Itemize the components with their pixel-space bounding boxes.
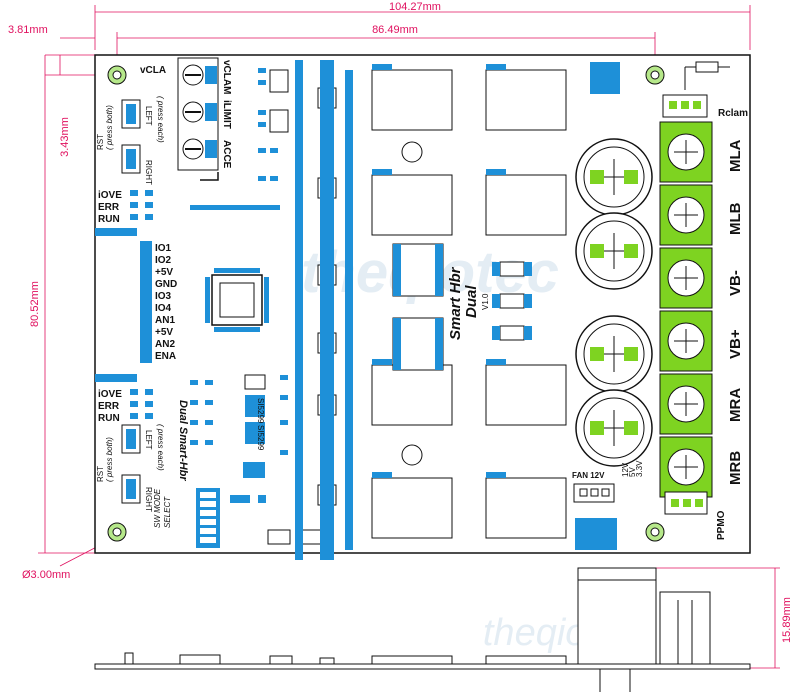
board-title-line2: Dual bbox=[463, 285, 480, 318]
sw-mode-label: SW MODE bbox=[153, 488, 162, 528]
right-label-top: RIGHT bbox=[144, 160, 153, 185]
board-title-line1: Smart Hbr bbox=[447, 266, 464, 340]
dim-hole-diameter: Ø3.00mm bbox=[22, 569, 70, 581]
terminal-label-vb-plus: VB+ bbox=[727, 329, 744, 359]
mosfets bbox=[371, 69, 567, 539]
dim-hole-spacing-x: 86.49mm bbox=[372, 24, 418, 36]
io-pin-1: IO1 bbox=[155, 243, 172, 254]
status-leds-bottom bbox=[95, 374, 153, 419]
io-pin-5: IO3 bbox=[155, 291, 172, 302]
io-pin-10: ENA bbox=[155, 351, 176, 362]
pot-label-ilimit: iLIMIT bbox=[221, 100, 232, 129]
dim-overall-height: 80.52mm bbox=[29, 281, 41, 327]
fan-label: FAN 12V bbox=[572, 471, 605, 480]
status-top-run: RUN bbox=[98, 214, 120, 225]
potentiometers bbox=[177, 57, 219, 181]
rclam-connector bbox=[590, 61, 730, 118]
io-pin-7: AN1 bbox=[155, 315, 175, 326]
pot-label-vclam: vCLAM bbox=[221, 60, 232, 94]
dim-hole-offset-x: 3.81mm bbox=[8, 24, 48, 36]
dim-overall-width: 104.27mm bbox=[389, 1, 441, 13]
io-pin-9: AN2 bbox=[155, 339, 175, 350]
rclam-label: Rclam bbox=[718, 108, 748, 119]
fan-voltage-12v: 12V bbox=[621, 462, 630, 477]
button-group-bottom bbox=[121, 424, 141, 504]
terminal-label-mla: MLA bbox=[727, 139, 744, 172]
press-each-top: ( press each) bbox=[156, 96, 165, 143]
status-leds-top bbox=[95, 190, 153, 236]
status-bottom-run: RUN bbox=[98, 413, 120, 424]
io-pin-4: GND bbox=[155, 279, 177, 290]
board-version: V1.0 bbox=[481, 293, 490, 310]
pot-top-label: vCLA bbox=[140, 65, 166, 76]
left-label-bottom: LEFT bbox=[144, 430, 153, 450]
rst-label-bottom: RST bbox=[96, 466, 105, 482]
chip-label-2: SI5299 bbox=[256, 425, 265, 451]
io-header bbox=[140, 241, 152, 363]
press-each-bottom: ( press each) bbox=[156, 424, 165, 471]
screw-terminals bbox=[659, 121, 713, 498]
right-label-bottom: RIGHT bbox=[144, 487, 153, 512]
rst-note-bottom: ( press both) bbox=[105, 437, 114, 482]
via-hole-bottom bbox=[401, 444, 423, 466]
dimension-lines bbox=[38, 5, 780, 669]
mounting-holes bbox=[107, 65, 665, 542]
board-subtitle: Dual Smart-Hbr bbox=[177, 400, 189, 481]
dim-hole-offset-y: 3.43mm bbox=[59, 117, 71, 157]
mosfet-tabs bbox=[372, 64, 506, 478]
inductors bbox=[392, 243, 444, 371]
terminal-label-vb-minus: VB- bbox=[727, 270, 744, 296]
side-view bbox=[94, 567, 751, 692]
sw-select-label: SELECT bbox=[163, 496, 172, 528]
left-label-top: LEFT bbox=[144, 106, 153, 126]
io-pin-8: +5V bbox=[155, 327, 173, 338]
terminal-label-mrb: MRB bbox=[727, 451, 744, 485]
dim-side-height: 15.89mm bbox=[781, 597, 793, 643]
electrolytic-capacitors bbox=[575, 138, 653, 467]
chip-label-1: SI5299 bbox=[256, 398, 265, 424]
diodes bbox=[492, 261, 532, 341]
ppmo-connector bbox=[664, 491, 708, 515]
ppmo-label: PPMO bbox=[716, 510, 727, 540]
io-pin-3: +5V bbox=[155, 267, 173, 278]
rst-label-top: RST bbox=[96, 134, 105, 150]
passive-components bbox=[190, 60, 353, 560]
fan-voltage-33v: 3.3V bbox=[635, 460, 644, 477]
status-top-err: ERR bbox=[98, 202, 120, 213]
dip-switch bbox=[196, 488, 220, 548]
button-group-top bbox=[121, 99, 141, 174]
pcb-outline bbox=[94, 54, 751, 554]
terminal-label-mlb: MLB bbox=[727, 202, 744, 235]
terminal-label-mra: MRA bbox=[727, 388, 744, 422]
pot-label-acce: ACCE bbox=[221, 140, 232, 169]
io-pin-6: IO4 bbox=[155, 303, 172, 314]
status-bottom-err: ERR bbox=[98, 401, 120, 412]
rst-note-top: ( press both) bbox=[105, 105, 114, 150]
fan-voltage-5v: 5V bbox=[628, 467, 637, 477]
fan-connector bbox=[573, 483, 617, 550]
mcu-chip bbox=[205, 268, 269, 332]
status-top-iove: iOVE bbox=[98, 190, 122, 201]
via-hole-top bbox=[401, 141, 423, 163]
status-bottom-iove: iOVE bbox=[98, 389, 122, 400]
io-pin-2: IO2 bbox=[155, 255, 172, 266]
